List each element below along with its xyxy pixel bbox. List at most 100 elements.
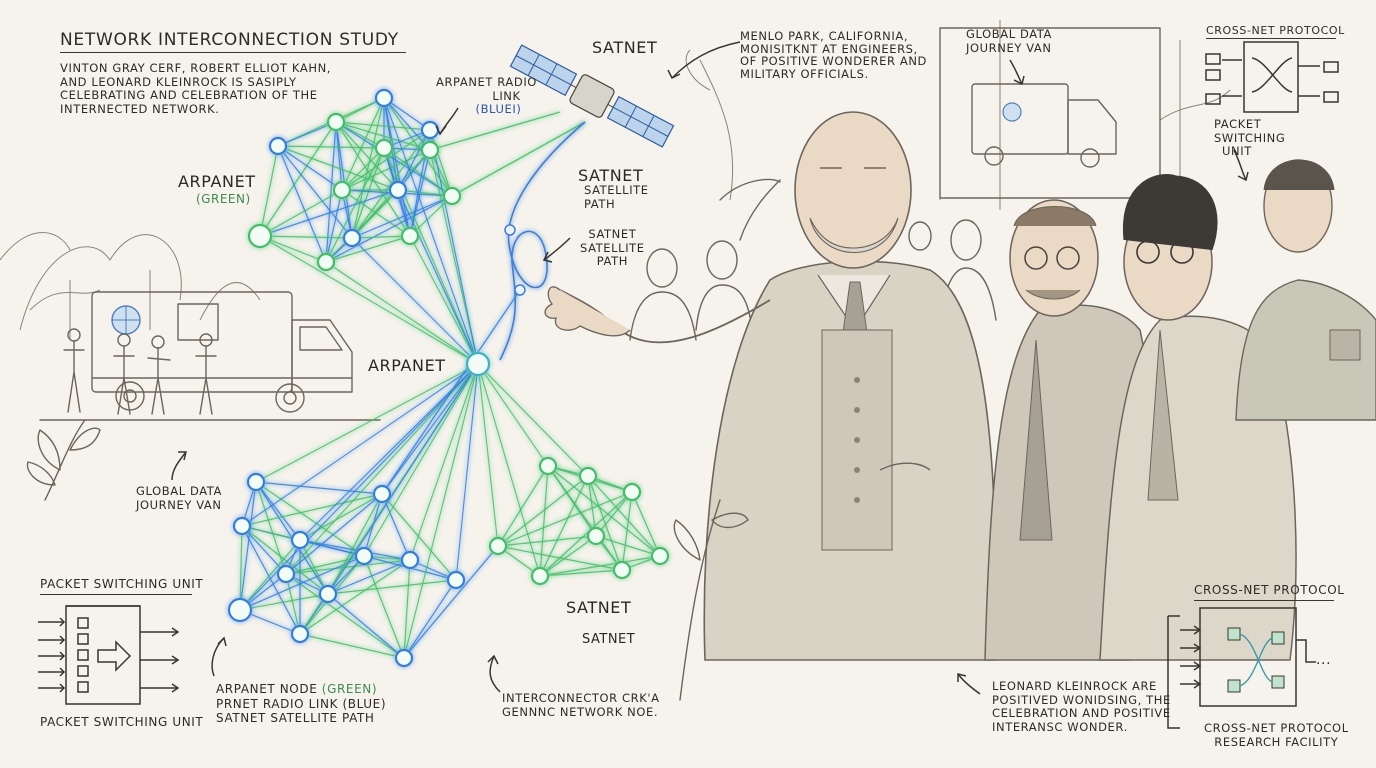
network-node [227, 597, 253, 623]
label-satnet-top: SATNET [592, 38, 658, 57]
network-link [497, 491, 633, 547]
network-link [255, 363, 479, 483]
arrow-menlo-park [671, 41, 741, 79]
network-link [409, 235, 479, 365]
packet-unit-title: PACKET SWITCHING UNIT [40, 577, 204, 591]
network-node [268, 136, 288, 156]
network-link [547, 465, 661, 557]
network-link [285, 493, 383, 575]
network-node [465, 351, 491, 377]
network-link [539, 535, 597, 577]
network-link [277, 145, 353, 239]
arrow-kleinrock [957, 673, 981, 695]
network-node [400, 550, 420, 570]
network-node [276, 564, 296, 584]
officer-figure [1235, 159, 1376, 421]
network-node [394, 648, 414, 668]
satellite-icon [509, 44, 675, 148]
network-link [277, 145, 327, 263]
network-link [497, 535, 597, 547]
network-link [325, 189, 343, 263]
network-node [488, 536, 508, 556]
network-link [259, 189, 343, 237]
network-link [595, 535, 661, 557]
network-link [241, 363, 479, 527]
network-link [327, 579, 457, 595]
network-link [239, 525, 243, 611]
network-link [477, 363, 541, 577]
network-link [299, 363, 479, 541]
network-link [299, 633, 405, 659]
network-link [285, 573, 301, 635]
network-node [612, 560, 632, 580]
network-link [383, 147, 453, 197]
page-title: NETWORK INTERCONNECTION STUDY [60, 30, 399, 50]
network-node [326, 112, 346, 132]
cross-net-bottom-underline [1194, 600, 1334, 601]
title-underline [60, 52, 406, 53]
network-link [335, 121, 431, 151]
network-link [351, 237, 479, 365]
network-link [539, 491, 633, 577]
network-node [372, 484, 392, 504]
label-arpanet-center: ARPANET [368, 356, 446, 375]
network-node [316, 252, 336, 272]
network-node [530, 566, 550, 586]
network-link [325, 189, 399, 263]
network-link [477, 363, 549, 467]
network-link [497, 465, 549, 547]
network-link [429, 129, 453, 197]
network-link [363, 363, 479, 557]
network-link [403, 545, 499, 659]
network-link [403, 579, 457, 659]
network-legend: ARPANET NODE (GREEN) PRNET RADIO LINK (B… [216, 682, 387, 725]
network-link [539, 555, 661, 577]
network-link [429, 149, 479, 365]
label-arpanet-top-sub: (GREEN) [196, 192, 251, 206]
arrow-van-top [1009, 59, 1023, 85]
network-link [351, 129, 431, 239]
network-node [318, 584, 338, 604]
network-link [327, 593, 405, 659]
network-node [650, 546, 670, 566]
network-link [381, 493, 457, 581]
people-left-sketch [63, 328, 217, 415]
network-link [621, 491, 633, 571]
network-link [241, 525, 329, 595]
network-link [477, 363, 499, 547]
network-link [277, 121, 337, 147]
van-top-sketch [939, 27, 1161, 199]
cross-net-top-title: CROSS-NET PROTOCOL [1206, 24, 1345, 37]
network-link [277, 145, 385, 149]
network-link [259, 121, 337, 237]
network-link [259, 235, 353, 239]
network-node [578, 466, 598, 486]
menlo-park-caption: MENLO PARK, CALIFORNIA,MONISITKNT AT ENG… [740, 29, 927, 81]
network-link [255, 481, 287, 575]
network-link [397, 129, 431, 191]
arrow-interconnector [489, 655, 501, 693]
cross-net-top-underline [1206, 38, 1336, 39]
network-link [539, 475, 589, 577]
network-link [239, 593, 329, 611]
network-link [383, 97, 411, 237]
network-link [351, 235, 411, 239]
network-node [622, 482, 642, 502]
network-link [255, 481, 301, 541]
network-link [381, 363, 479, 495]
network-link [409, 363, 479, 561]
network-link [241, 493, 383, 527]
network-node [290, 530, 310, 550]
label-satnet-mid: SATNET [578, 166, 644, 185]
network-link [285, 573, 405, 659]
network-link [241, 525, 301, 635]
network-link [429, 111, 561, 151]
